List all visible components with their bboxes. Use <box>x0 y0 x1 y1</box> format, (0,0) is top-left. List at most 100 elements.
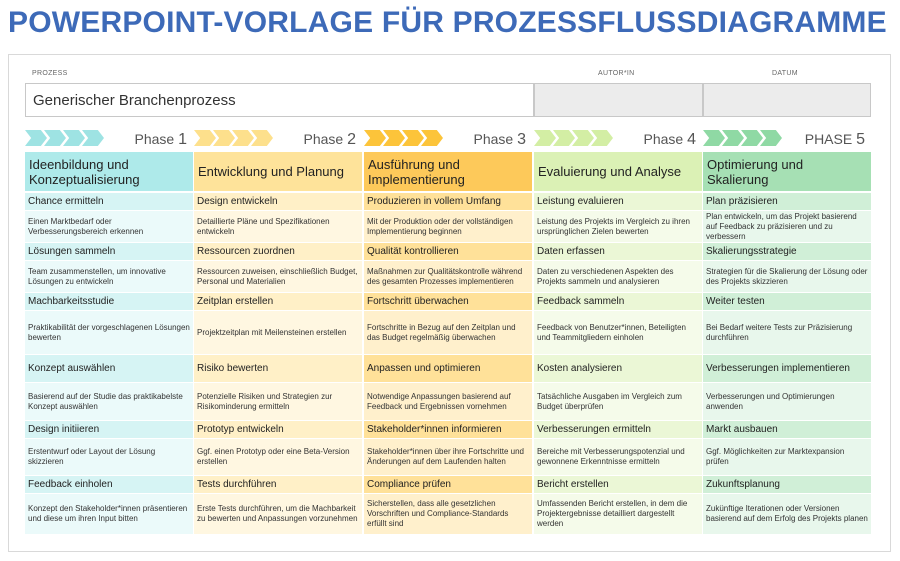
date-label: DATUM <box>772 70 798 77</box>
phase-label-text: PHASE <box>804 131 857 147</box>
step-description: Sicherstellen, dass alle gesetzlichen Vo… <box>364 494 532 534</box>
step-description: Erstentwurf oder Layout der Lösung skizz… <box>25 439 193 475</box>
chevron-arrow-icon <box>82 130 104 146</box>
date-field[interactable] <box>703 83 871 117</box>
step-title: Fortschritt überwachen <box>364 293 532 310</box>
step-description: Projektzeitplan mit Meilensteinen erstel… <box>194 311 362 354</box>
step-title: Stakeholder*innen informieren <box>364 421 532 438</box>
chevron-arrow-icon <box>760 130 782 146</box>
step-description: Konzept den Stakeholder*innen präsentier… <box>25 494 193 534</box>
phase-header-5: PHASE 5 <box>703 128 871 150</box>
chevron-arrow-icon <box>251 130 273 146</box>
step-description: Ggf. Möglichkeiten zur Marktexpansion pr… <box>703 439 871 475</box>
step-description: Bei Bedarf weitere Tests zur Präzisierun… <box>703 311 871 354</box>
phase-label: Phase 1 <box>135 128 188 151</box>
chevron-arrow-icon <box>25 130 47 146</box>
step-description: Stakeholder*innen über ihre Fortschritte… <box>364 439 532 475</box>
step-title: Verbesserungen ermitteln <box>534 421 702 438</box>
step-description: Feedback von Benutzer*innen, Beteiligten… <box>534 311 702 354</box>
phase-label: PHASE 5 <box>805 128 865 151</box>
step-title: Machbarkeitsstudie <box>25 293 193 310</box>
step-description: Ggf. einen Prototyp oder eine Beta-Versi… <box>194 439 362 475</box>
step-title: Konzept auswählen <box>25 355 193 382</box>
phase-label-text: Phase <box>643 131 688 147</box>
step-title: Anpassen und optimieren <box>364 355 532 382</box>
phase-title: Entwicklung und Planung <box>194 152 362 191</box>
phase-label: Phase 2 <box>304 128 357 151</box>
step-title: Markt ausbauen <box>703 421 871 438</box>
step-description: Strategien für die Skalierung der Lösung… <box>703 261 871 292</box>
step-description: Fortschritte in Bezug auf den Zeitplan u… <box>364 311 532 354</box>
step-description: Mit der Produktion oder der vollständige… <box>364 211 532 242</box>
step-description: Umfassenden Bericht erstellen, in dem di… <box>534 494 702 534</box>
step-title: Leistung evaluieren <box>534 193 702 210</box>
step-description: Team zusammenstellen, um innovative Lösu… <box>25 261 193 292</box>
phase-title: Evaluierung und Analyse <box>534 152 702 191</box>
phase-label: Phase 4 <box>644 128 697 151</box>
step-description: Plan entwickeln, um das Projekt basieren… <box>703 211 871 242</box>
author-label: AUTOR*IN <box>598 70 635 77</box>
step-title: Compliance prüfen <box>364 476 532 493</box>
page-title: POWERPOINT-VORLAGE FÜR PROZESSFLUSSDIAGR… <box>8 6 887 39</box>
step-description: Notwendige Anpassungen basierend auf Fee… <box>364 383 532 420</box>
step-description: Potenzielle Risiken und Strategien zur R… <box>194 383 362 420</box>
chevron-arrow-icon <box>44 130 66 146</box>
step-title: Zeitplan erstellen <box>194 293 362 310</box>
process-label: PROZESS <box>32 70 68 77</box>
chevron-arrow-icon <box>534 130 556 146</box>
phase-label: Phase 3 <box>474 128 527 151</box>
step-title: Qualität kontrollieren <box>364 243 532 260</box>
step-title: Bericht erstellen <box>534 476 702 493</box>
chevron-arrow-icon <box>572 130 594 146</box>
phase-number: 3 <box>517 131 526 148</box>
chevron-arrow-icon <box>364 130 386 146</box>
phase-header-2: Phase 2 <box>194 128 362 150</box>
step-description: Maßnahmen zur Qualitätskontrolle während… <box>364 261 532 292</box>
phase-label-text: Phase <box>473 131 518 147</box>
step-title: Plan präzisieren <box>703 193 871 210</box>
phase-title: Ausführung und Implementierung <box>364 152 532 191</box>
step-title: Daten erfassen <box>534 243 702 260</box>
step-description: Ressourcen zuweisen, einschließlich Budg… <box>194 261 362 292</box>
chevron-arrow-icon <box>213 130 235 146</box>
step-title: Prototyp entwickeln <box>194 421 362 438</box>
chevron-arrow-icon <box>421 130 443 146</box>
step-description: Praktikabilität der vorgeschlagenen Lösu… <box>25 311 193 354</box>
process-name-field[interactable]: Generischer Branchenprozess <box>25 83 534 117</box>
step-title: Chance ermitteln <box>25 193 193 210</box>
chevron-arrow-icon <box>402 130 424 146</box>
step-title: Ressourcen zuordnen <box>194 243 362 260</box>
phase-header-3: Phase 3 <box>364 128 532 150</box>
phase-header-4: Phase 4 <box>534 128 702 150</box>
phase-title: Optimierung und Skalierung <box>703 152 871 191</box>
step-title: Design initiieren <box>25 421 193 438</box>
step-title: Lösungen sammeln <box>25 243 193 260</box>
step-description: Basierend auf der Studie das praktikabel… <box>25 383 193 420</box>
step-title: Skalierungsstrategie <box>703 243 871 260</box>
phase-number: 4 <box>687 131 696 148</box>
phase-label-text: Phase <box>303 131 348 147</box>
step-description: Leistung des Projekts im Vergleich zu ih… <box>534 211 702 242</box>
author-field[interactable] <box>534 83 703 117</box>
step-title: Produzieren in vollem Umfang <box>364 193 532 210</box>
step-title: Feedback sammeln <box>534 293 702 310</box>
step-title: Zukunftsplanung <box>703 476 871 493</box>
chevron-arrow-icon <box>722 130 744 146</box>
phase-header-1: Phase 1 <box>25 128 193 150</box>
step-description: Erste Tests durchführen, um die Machbark… <box>194 494 362 534</box>
step-title: Tests durchführen <box>194 476 362 493</box>
chevron-arrow-icon <box>591 130 613 146</box>
step-title: Verbesserungen implementieren <box>703 355 871 382</box>
step-description: Bereiche mit Verbesserungspotenzial und … <box>534 439 702 475</box>
step-title: Kosten analysieren <box>534 355 702 382</box>
chevron-arrow-icon <box>232 130 254 146</box>
phase-number: 1 <box>178 131 187 148</box>
chevron-arrow-icon <box>63 130 85 146</box>
step-title: Feedback einholen <box>25 476 193 493</box>
step-description: Tatsächliche Ausgaben im Vergleich zum B… <box>534 383 702 420</box>
